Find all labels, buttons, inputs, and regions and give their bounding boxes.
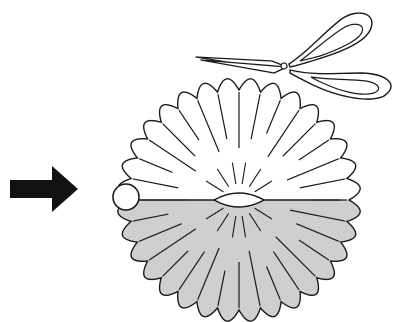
right-arrow-icon [10, 166, 78, 212]
knob-circle [113, 184, 139, 210]
